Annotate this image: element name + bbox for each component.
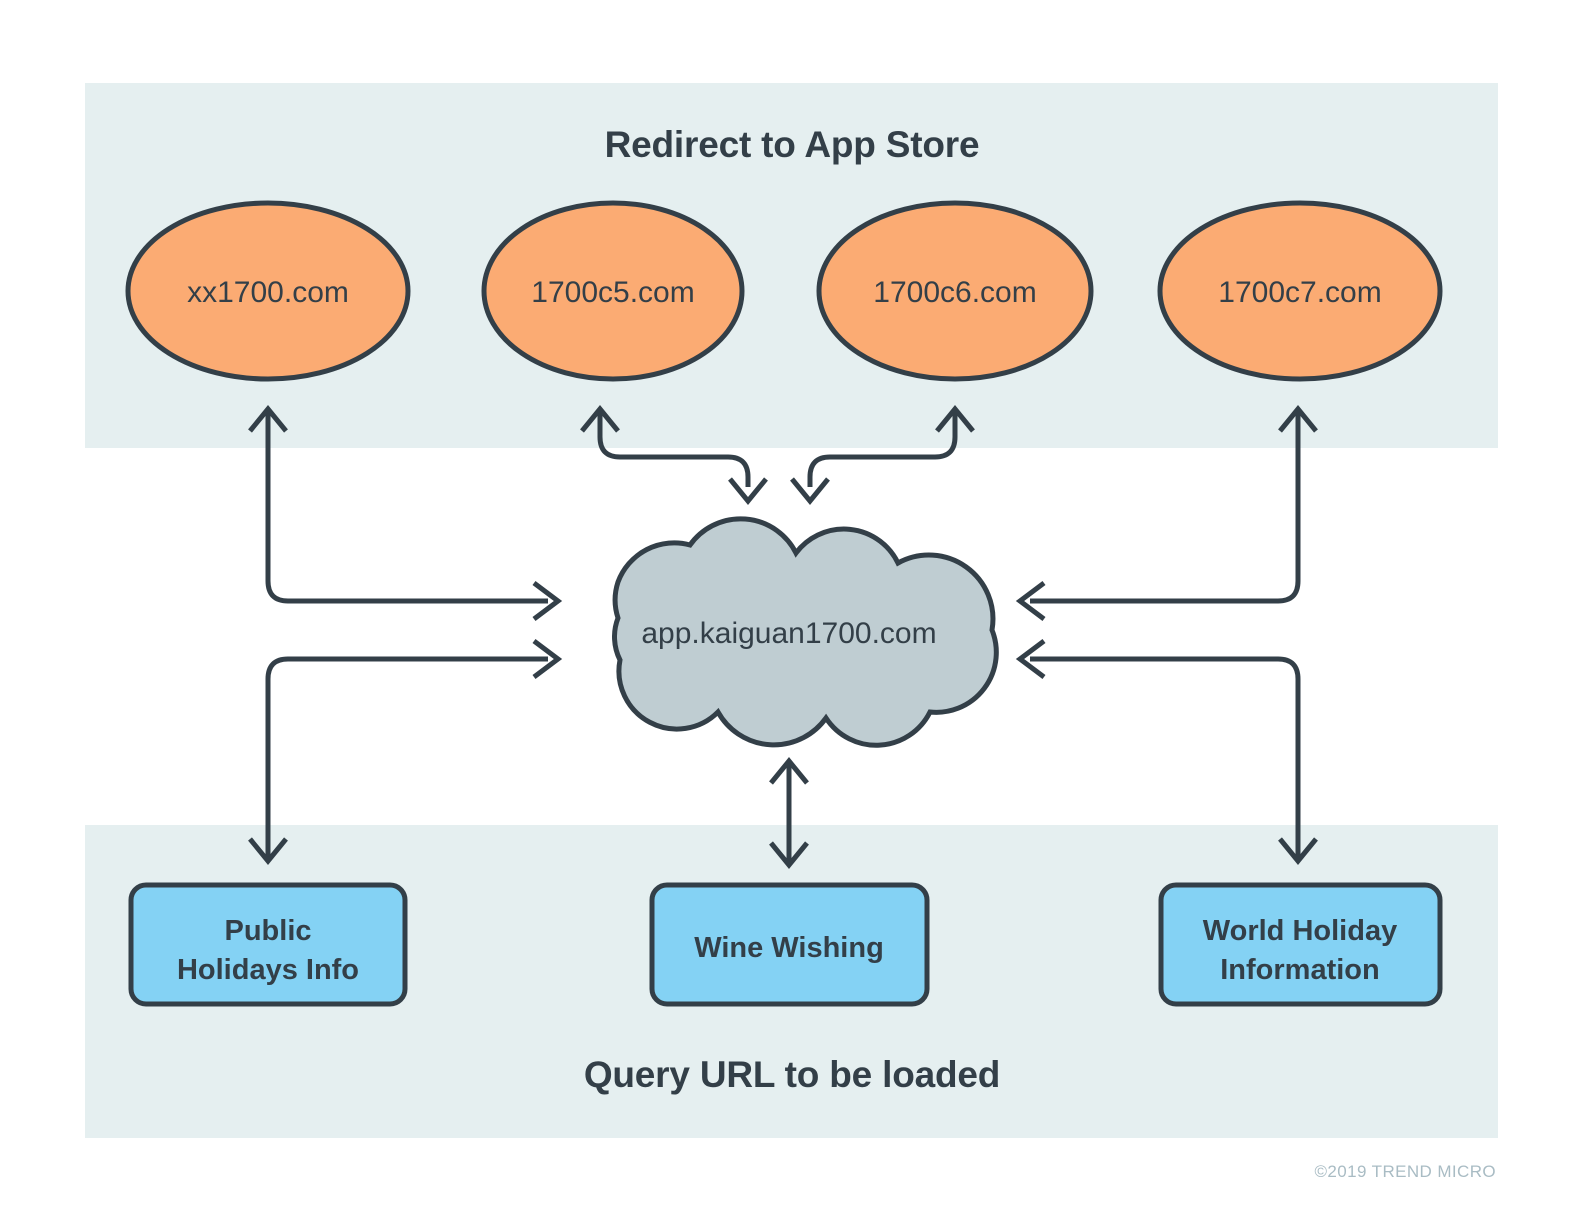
connector-hub-to-1700c6	[790, 405, 975, 505]
cloud-shape	[612, 516, 999, 748]
node-app-kaiguan1700[interactable]: app.kaiguan1700.com	[612, 516, 999, 748]
connector-hub-to-1700c7	[1015, 405, 1318, 621]
node-world-holiday-information-label-line1: World Holiday	[1203, 915, 1397, 947]
node-1700c5-label: 1700c5.com	[531, 276, 694, 309]
connector-hub-to-world-holiday-information	[1015, 639, 1318, 865]
connector-hub-to-1700c5	[580, 405, 768, 505]
copyright-notice: ©2019 TREND MICRO	[1315, 1162, 1497, 1181]
node-world-holiday-information-label-line2: Information	[1220, 954, 1380, 986]
top-band-title: Redirect to App Store	[605, 124, 980, 165]
connector-hub-to-wine-wishing	[769, 757, 809, 869]
node-1700c7[interactable]: 1700c7.com	[1157, 200, 1443, 382]
node-wine-wishing-label-line1: Wine Wishing	[694, 932, 884, 964]
node-1700c5[interactable]: 1700c5.com	[481, 200, 745, 382]
node-public-holidays-info[interactable]: Public Holidays Info	[128, 882, 408, 1007]
node-public-holidays-info-label-line1: Public	[224, 915, 311, 947]
node-1700c6-label: 1700c6.com	[873, 276, 1036, 309]
connector-hub-to-xx1700	[248, 405, 563, 621]
node-1700c6[interactable]: 1700c6.com	[816, 200, 1094, 382]
node-wine-wishing[interactable]: Wine Wishing	[649, 882, 930, 1007]
node-app-kaiguan1700-label: app.kaiguan1700.com	[641, 617, 936, 650]
node-xx1700-label: xx1700.com	[187, 276, 349, 309]
node-xx1700[interactable]: xx1700.com	[125, 200, 411, 382]
bottom-band-title: Query URL to be loaded	[584, 1054, 1000, 1095]
node-world-holiday-information[interactable]: World Holiday Information	[1158, 882, 1443, 1007]
node-public-holidays-info-label-line2: Holidays Info	[177, 954, 359, 986]
connector-hub-to-public-holidays-info	[248, 639, 563, 865]
node-1700c7-label: 1700c7.com	[1218, 276, 1381, 309]
